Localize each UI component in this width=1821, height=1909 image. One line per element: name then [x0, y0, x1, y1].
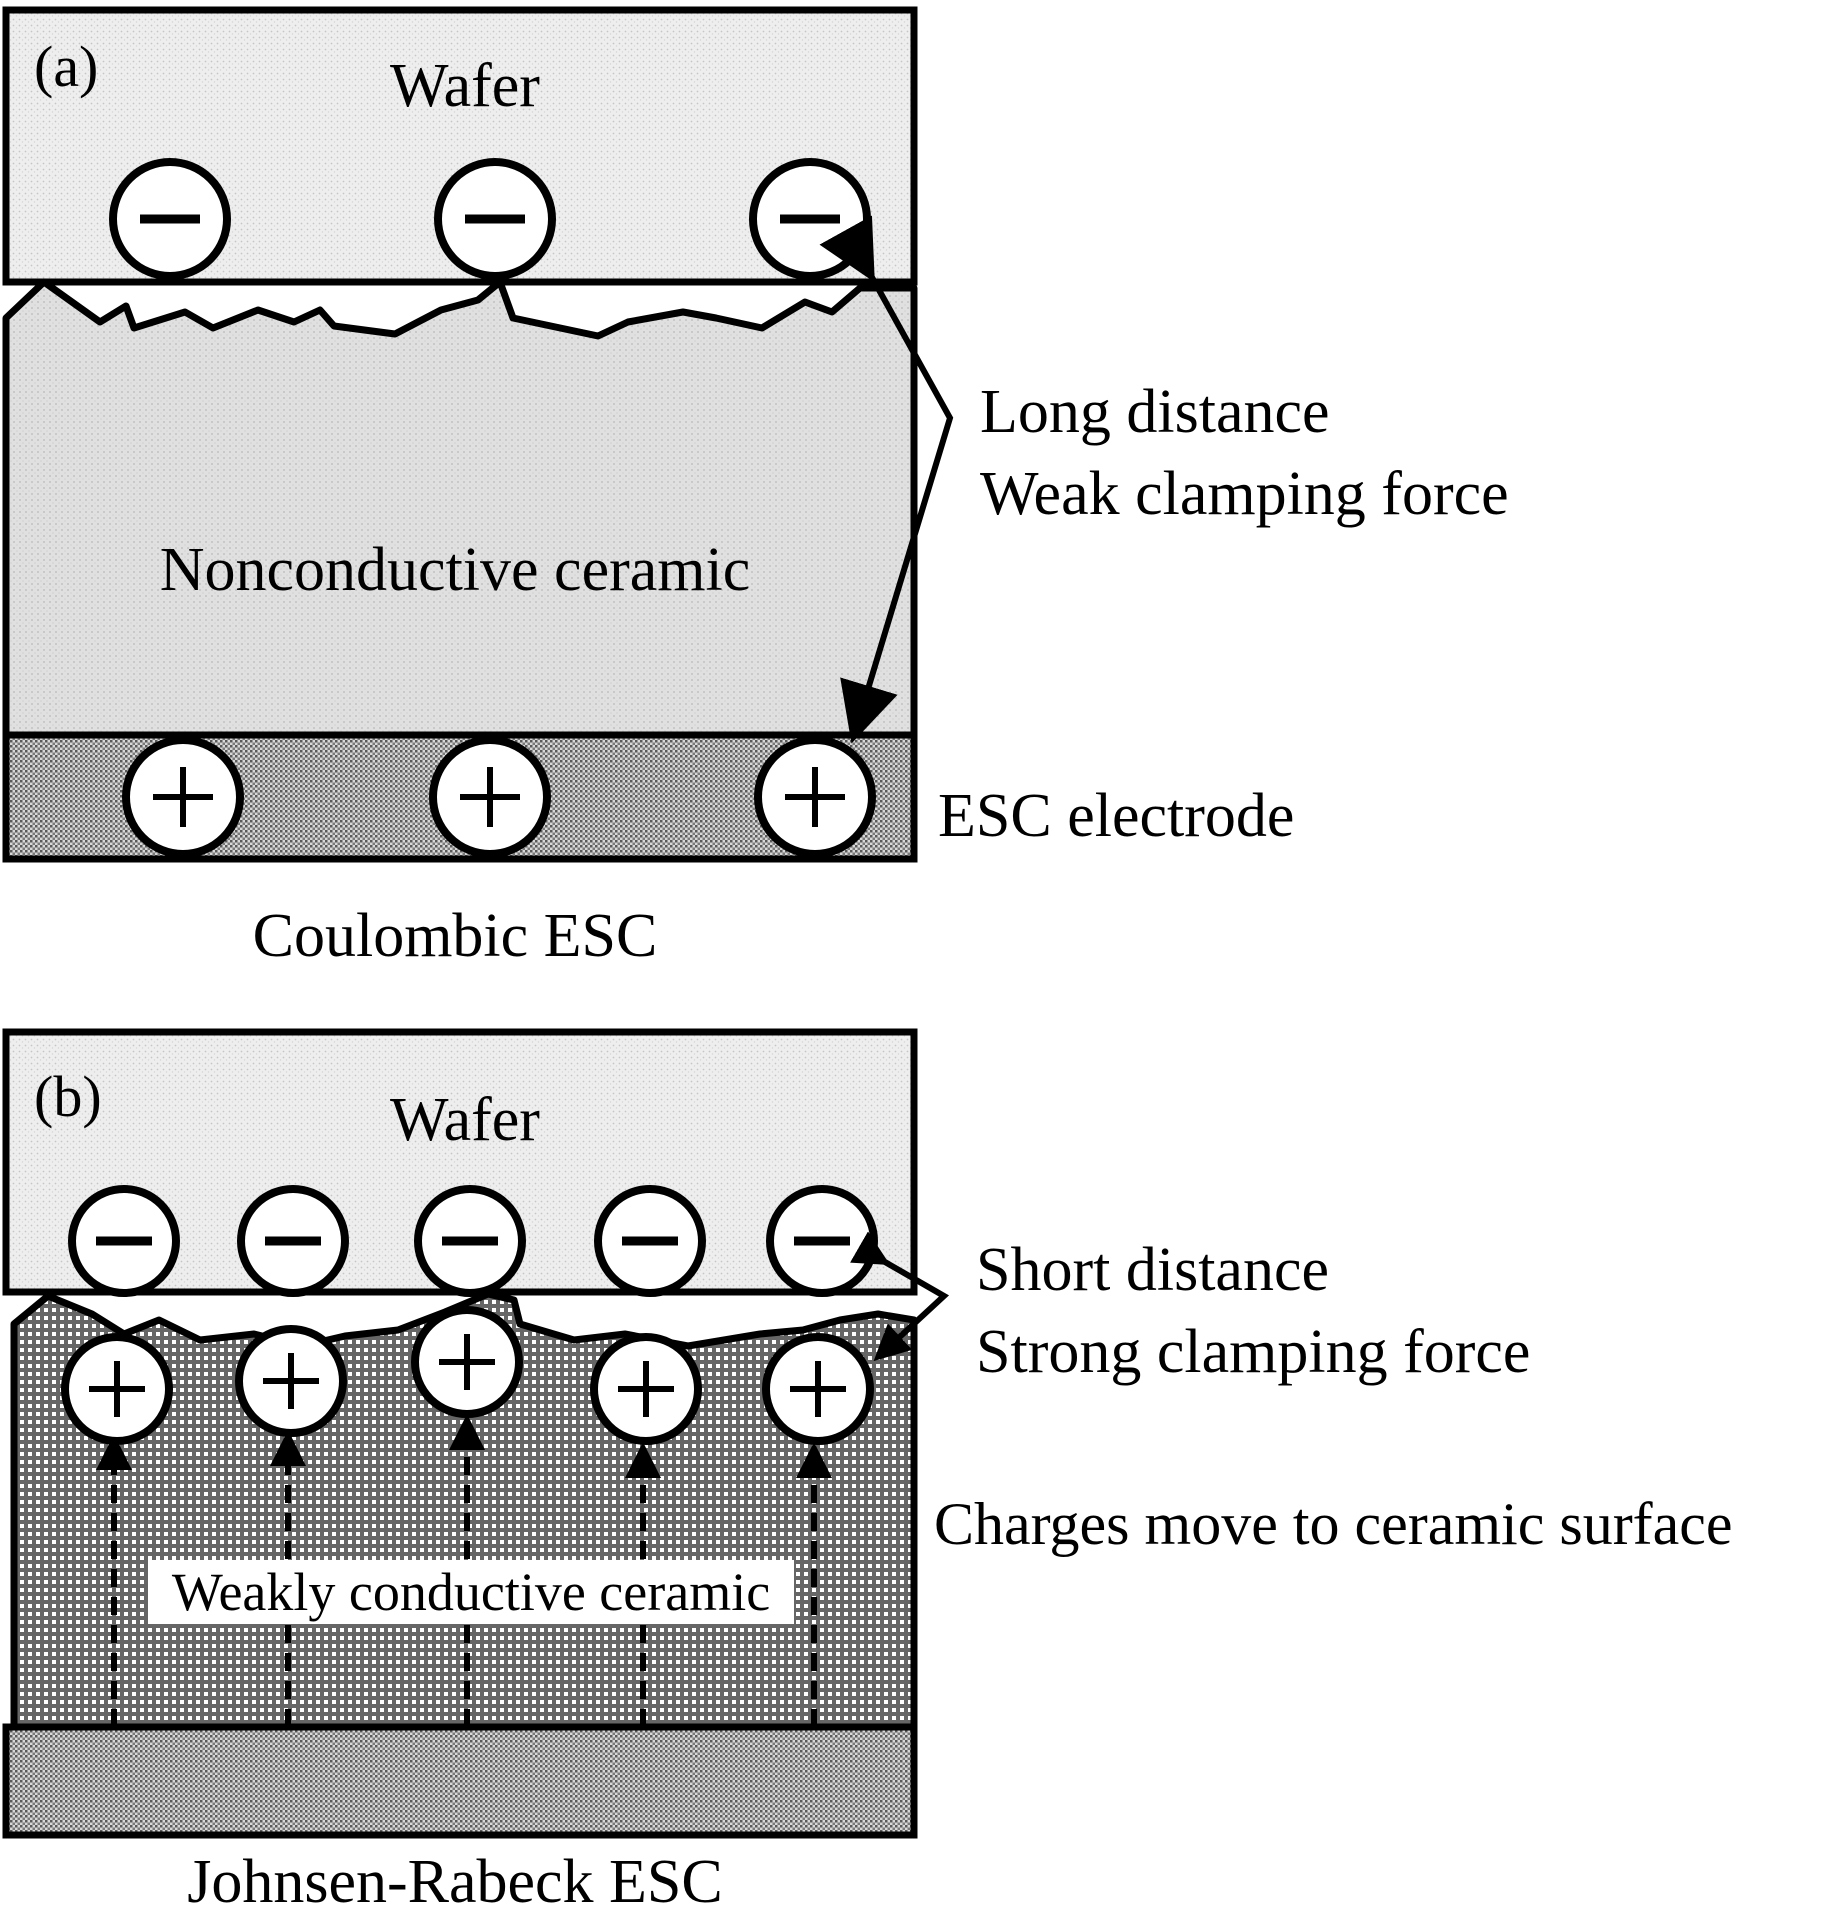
positive-charge — [61, 1333, 173, 1445]
ceramic-label-a: Nonconductive ceramic — [160, 536, 750, 604]
positive-charges-b — [61, 1306, 874, 1445]
charge-note: Charges move to ceramic surface — [934, 1491, 1733, 1557]
positive-charge — [590, 1333, 702, 1445]
positive-charges-a — [122, 736, 876, 858]
negative-charge — [594, 1185, 706, 1297]
plus-sign-icon — [439, 1334, 495, 1390]
plus-sign-icon — [460, 767, 520, 827]
negative-charge — [109, 158, 231, 280]
caption-b: Johnsen-Rabeck ESC — [187, 1848, 723, 1909]
electrode-label: ESC electrode — [938, 782, 1294, 850]
plus-sign-icon — [263, 1353, 319, 1409]
ceramic-label-backing — [148, 1560, 794, 1624]
wafer-label-a: Wafer — [390, 52, 540, 120]
annotation-b-line2: Strong clamping force — [976, 1318, 1530, 1386]
negative-charge — [434, 158, 556, 280]
positive-charge — [235, 1325, 347, 1437]
panel-b: (b) Wafer Weakly conductive ceramic — [2, 1028, 1733, 1909]
plus-sign-icon — [785, 767, 845, 827]
positive-charge — [411, 1306, 523, 1418]
plus-sign-icon — [153, 767, 213, 827]
negative-charges-b — [68, 1185, 878, 1297]
positive-charge — [762, 1333, 874, 1445]
long-distance-arrow — [819, 215, 954, 744]
annotation-a-line2: Weak clamping force — [980, 460, 1509, 528]
panel-a-tag: (a) — [34, 34, 98, 99]
nonconductive-ceramic-block — [2, 278, 918, 739]
negative-charge — [414, 1185, 526, 1297]
annotation-b-line1: Short distance — [976, 1236, 1329, 1304]
negative-charge — [766, 1185, 878, 1297]
annotation-a-line1: Long distance — [980, 378, 1330, 446]
wafer-label-b: Wafer — [390, 1086, 540, 1154]
caption-a: Coulombic ESC — [253, 902, 658, 970]
plus-sign-icon — [618, 1361, 674, 1417]
negative-charge — [237, 1185, 349, 1297]
panel-a: (a) Wafer Nonconductive ceramic — [2, 6, 1509, 970]
panel-b-tag: (b) — [34, 1064, 102, 1129]
negative-charge — [749, 158, 871, 280]
positive-charge — [754, 736, 876, 858]
positive-charge — [429, 736, 551, 858]
positive-charge — [122, 736, 244, 858]
esc-electrode-block-b — [2, 1723, 918, 1839]
negative-charge — [68, 1185, 180, 1297]
plus-sign-icon — [89, 1361, 145, 1417]
ceramic-label-b: Weakly conductive ceramic — [172, 1562, 770, 1622]
short-distance-arrow — [850, 1231, 950, 1362]
plus-sign-icon — [790, 1361, 846, 1417]
